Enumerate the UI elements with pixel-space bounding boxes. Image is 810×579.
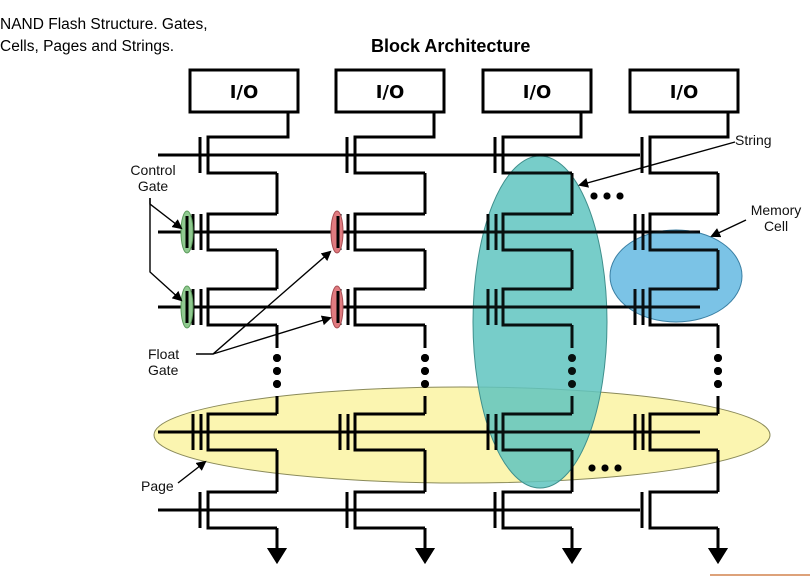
- memory-cell-transistor: [353, 412, 425, 452]
- bitline: [355, 112, 436, 139]
- select-transistor: [206, 490, 277, 530]
- ellipsis-dot: [568, 380, 576, 388]
- memory-cell-transistor: [648, 287, 718, 327]
- ground-arrow-icon: [415, 548, 435, 564]
- ellipsis-dot: [603, 192, 611, 200]
- string-label: String: [735, 132, 772, 148]
- select-transistor: [206, 135, 277, 175]
- float-gate-arrow: [212, 315, 332, 355]
- control-gate-label: Control Gate: [130, 162, 176, 194]
- ellipsis-dot: [714, 367, 722, 375]
- bitline: [355, 112, 436, 139]
- memory-cell-arrow: [710, 219, 747, 238]
- ellipsis-dot: [588, 464, 596, 472]
- ellipsis-dot: [714, 380, 722, 388]
- io-box: [481, 68, 593, 114]
- page-label: Page: [141, 478, 174, 494]
- memory-cell-transistor: [501, 212, 572, 252]
- ellipsis-dot: [273, 367, 281, 375]
- memory-cell-label: Memory Cell: [750, 202, 802, 234]
- control-gate-arrow: [149, 198, 183, 302]
- memory-cell-transistor: [353, 287, 425, 327]
- ground-arrow-icon: [562, 548, 582, 564]
- float-gate-label: Float Gate: [148, 346, 180, 378]
- bitline: [503, 112, 583, 139]
- bitline: [650, 112, 730, 139]
- control-gate-arrow: [149, 198, 183, 230]
- bitline: [650, 112, 730, 139]
- io-label: I/O: [230, 82, 259, 103]
- ellipsis-dot: [590, 192, 598, 200]
- string-highlight: [472, 155, 608, 489]
- io-label: I/O: [523, 82, 552, 103]
- ellipsis-dot: [421, 354, 429, 362]
- memory-cell-transistor: [648, 412, 718, 452]
- ellipsis-dot: [273, 380, 281, 388]
- io-box: [334, 68, 446, 114]
- ellipsis-dot: [614, 464, 622, 472]
- io-label: I/O: [376, 82, 405, 103]
- page-highlight: [153, 386, 771, 484]
- memory-cell-transistor: [206, 412, 277, 452]
- select-transistor: [648, 135, 718, 175]
- ellipsis-dot: [616, 192, 624, 200]
- memory-cell-transistor: [206, 287, 277, 327]
- ellipsis-dot: [421, 380, 429, 388]
- ground-arrow-icon: [267, 548, 287, 564]
- bitline: [208, 112, 290, 139]
- page-arrow: [177, 460, 207, 484]
- bitline: [503, 112, 583, 139]
- caption-line-2: Cells, Pages and Strings.: [0, 38, 175, 55]
- caption: NAND Flash Structure. Gates, Cells, Page…: [0, 14, 208, 58]
- memory-cell-transistor: [648, 212, 718, 252]
- ellipsis-dot: [421, 367, 429, 375]
- bitline: [208, 112, 290, 139]
- select-transistor: [353, 490, 425, 530]
- memory-cell-transistor: [501, 287, 572, 327]
- memory-cell-transistor: [501, 412, 572, 452]
- select-transistor: [648, 490, 718, 530]
- io-box: [628, 68, 740, 114]
- ellipsis-dot: [601, 464, 609, 472]
- select-transistor: [501, 135, 572, 175]
- ellipsis-dot: [568, 354, 576, 362]
- memory-cell-transistor: [206, 212, 277, 252]
- caption-line-1: NAND Flash Structure. Gates,: [0, 16, 208, 33]
- io-box: [188, 68, 300, 114]
- select-transistor: [501, 490, 572, 530]
- ellipsis-dot: [714, 354, 722, 362]
- circuit-overlay: I/O I/O I/O I/O: [158, 68, 740, 564]
- memory-cell-transistor: [353, 212, 425, 252]
- ground-arrow-icon: [708, 548, 728, 564]
- string-arrow: [578, 141, 736, 188]
- io-label: I/O: [670, 82, 699, 103]
- select-transistor: [648, 135, 718, 175]
- diagram-title: Block Architecture: [371, 36, 531, 56]
- select-transistor: [648, 490, 718, 530]
- select-transistor: [353, 135, 425, 175]
- ellipsis-dot: [568, 367, 576, 375]
- ellipsis-dot: [273, 354, 281, 362]
